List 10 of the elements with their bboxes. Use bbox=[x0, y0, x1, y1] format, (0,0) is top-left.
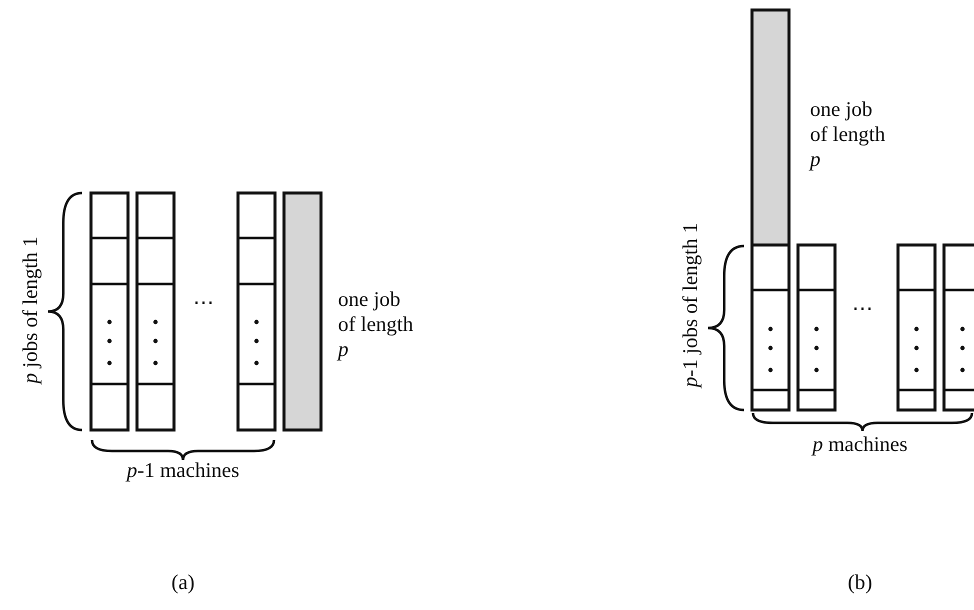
panel-label: (b) bbox=[848, 570, 872, 595]
job-label: one job of length p bbox=[338, 287, 414, 362]
panel-label: (a) bbox=[171, 570, 195, 595]
axis-label: p machines bbox=[812, 432, 908, 457]
ellipsis: ⋯ bbox=[852, 296, 873, 321]
axis-label: p-1 machines bbox=[126, 458, 240, 483]
job-label: one job of length p bbox=[810, 97, 886, 172]
ellipsis: ⋯ bbox=[193, 290, 214, 315]
brace-label: p jobs of length 1 bbox=[18, 236, 43, 387]
brace-label: p-1 jobs of length 1 bbox=[678, 222, 703, 390]
